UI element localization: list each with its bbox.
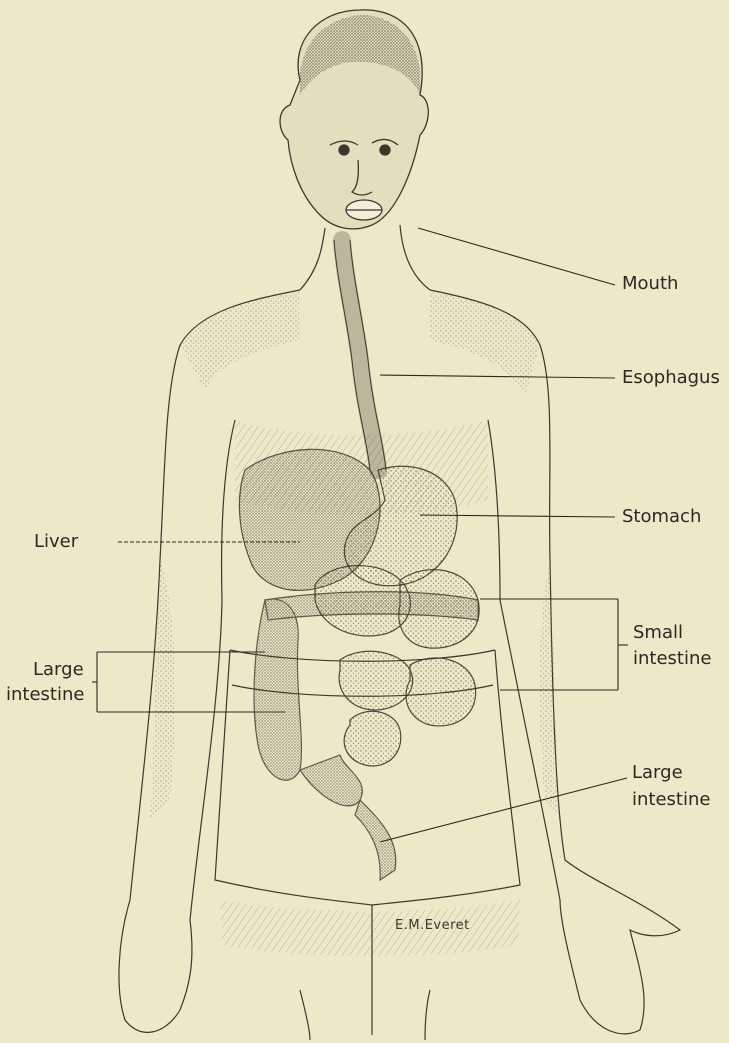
label-mouth: Mouth	[622, 273, 678, 295]
label-stomach: Stomach	[622, 506, 701, 528]
neck	[300, 225, 430, 290]
esophagus-pointer	[380, 375, 615, 378]
label-liver: Liver	[34, 531, 78, 553]
label-small-intestine-line2: intestine	[633, 648, 711, 670]
mouth-pointer	[418, 228, 615, 285]
label-small-intestine-line1: Small	[633, 622, 683, 644]
head	[280, 10, 428, 229]
label-esophagus: Esophagus	[622, 367, 720, 389]
label-large-intestine-left-line2: intestine	[6, 684, 84, 706]
artist-signature: E.M.Everet	[395, 918, 470, 933]
label-large-intestine-left-line1: Large	[33, 659, 84, 681]
label-large-intestine-right-line1: Large	[632, 762, 683, 784]
label-large-intestine-right-line2: intestine	[632, 789, 710, 811]
